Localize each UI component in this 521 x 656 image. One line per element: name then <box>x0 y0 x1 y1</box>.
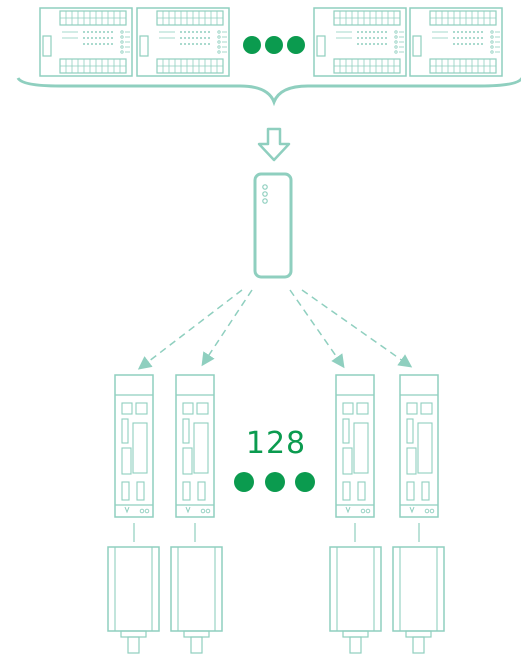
dot <box>295 472 315 492</box>
dot <box>243 36 261 54</box>
dot <box>287 36 305 54</box>
servo-drive-row <box>114 374 439 542</box>
servo-drive-2 <box>175 374 215 542</box>
connection-arrow-3 <box>289 289 345 369</box>
connection-arrows <box>137 289 413 370</box>
servo-motor-1 <box>107 546 160 654</box>
servo-motor-3 <box>329 546 382 654</box>
servo-motor-row <box>107 546 445 654</box>
servo-drive-3 <box>335 374 375 542</box>
dot <box>265 472 285 492</box>
connection-arrow-2 <box>201 289 253 367</box>
servo-drive-4 <box>399 374 439 542</box>
controller-module-4 <box>409 7 503 77</box>
connection-arrow-1 <box>137 289 243 370</box>
servo-motor-2 <box>170 546 223 654</box>
controller-module-3 <box>313 7 407 77</box>
grouping-brace <box>16 77 521 107</box>
controller-module-1 <box>39 7 133 77</box>
ellipsis-dots-icon <box>243 36 305 54</box>
dot <box>265 36 283 54</box>
servo-motor-4 <box>392 546 445 654</box>
drive-count-label: 128 <box>245 426 307 461</box>
controller-module-row <box>39 7 503 77</box>
dot <box>234 472 254 492</box>
down-arrow-icon <box>257 127 291 162</box>
servo-drive-1 <box>114 374 154 542</box>
ellipsis-dots-icon <box>234 472 315 492</box>
connection-arrow-4 <box>301 289 413 368</box>
network-gateway <box>253 172 293 279</box>
controller-module-2 <box>136 7 230 77</box>
